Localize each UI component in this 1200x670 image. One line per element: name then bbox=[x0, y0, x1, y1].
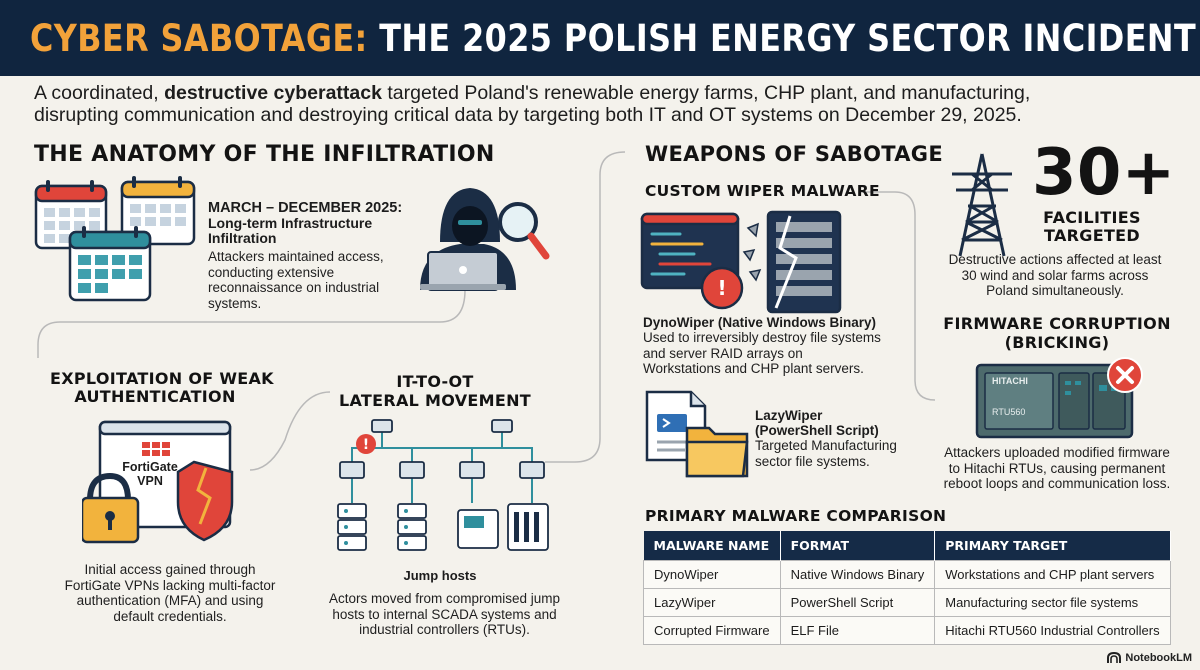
timeline-title-2: Infiltration bbox=[208, 230, 277, 246]
timeline-desc: Attackers maintained access, conducting … bbox=[208, 249, 384, 311]
cell-target: Hitachi RTU560 Industrial Controllers bbox=[934, 616, 1171, 645]
lazywiper-name-2: (PowerShell Script) bbox=[755, 423, 879, 438]
intro-pre: A coordinated, bbox=[34, 82, 165, 104]
title-highlight: CYBER SABOTAGE: bbox=[30, 16, 368, 60]
timeline-date: MARCH – DECEMBER 2025: bbox=[208, 200, 403, 216]
title-main: THE 2025 POLISH ENERGY SECTOR INCIDENT bbox=[379, 16, 1197, 60]
auth-heading: EXPLOITATION OF WEAK AUTHENTICATION bbox=[50, 369, 274, 406]
dynowiper-text: DynoWiper (Native Windows Binary) Used t… bbox=[643, 315, 883, 377]
intro-emphasis: destructive cyberattack bbox=[164, 82, 382, 104]
dynowiper-desc: Used to irreversibly destroy file system… bbox=[643, 330, 881, 376]
power-tower-icon bbox=[952, 153, 1012, 257]
lazywiper-name-1: LazyWiper bbox=[755, 408, 823, 423]
cell-format: Native Windows Binary bbox=[779, 560, 936, 589]
rtu-brand: HITACHI bbox=[992, 376, 1028, 386]
table-row: Corrupted Firmware ELF File Hitachi RTU5… bbox=[643, 616, 1171, 645]
col-format: FORMAT bbox=[780, 531, 936, 561]
cell-name: DynoWiper bbox=[643, 560, 781, 589]
svg-text:!: ! bbox=[363, 437, 369, 453]
firmware-heading-2: (BRICKING) bbox=[1004, 333, 1110, 352]
malware-comparison-table: MALWARE NAME FORMAT PRIMARY TARGET DynoW… bbox=[643, 531, 1171, 645]
firmware-heading: FIRMWARE CORRUPTION (BRICKING) bbox=[942, 314, 1172, 352]
rtu-model: RTU560 bbox=[992, 407, 1026, 417]
dynowiper-icon: ! bbox=[640, 210, 842, 314]
custom-wiper-heading: CUSTOM WIPER MALWARE bbox=[645, 182, 880, 200]
col-malware-name: MALWARE NAME bbox=[643, 531, 781, 561]
intro-paragraph: A coordinated, destructive cyberattack t… bbox=[34, 82, 1034, 126]
lazywiper-icon bbox=[645, 390, 749, 478]
col-primary-target: PRIMARY TARGET bbox=[934, 531, 1171, 561]
stat-desc: Destructive actions affected at least 30… bbox=[948, 252, 1162, 298]
lazywiper-text: LazyWiper (PowerShell Script) Targeted M… bbox=[755, 408, 905, 469]
cell-format: PowerShell Script bbox=[779, 588, 936, 617]
anatomy-heading: THE ANATOMY OF THE INFILTRATION bbox=[34, 142, 495, 167]
stat-label-1: FACILITIES bbox=[1043, 208, 1141, 227]
auth-desc: Initial access gained through FortiGate … bbox=[64, 562, 276, 624]
vpn-label: FortiGate VPN bbox=[105, 460, 195, 488]
vpn-window-icon bbox=[82, 420, 234, 544]
comparison-heading: PRIMARY MALWARE COMPARISON bbox=[645, 507, 947, 525]
firmware-heading-1: FIRMWARE CORRUPTION bbox=[943, 314, 1171, 333]
network-diagram-icon: ! bbox=[337, 419, 549, 551]
table-row: DynoWiper Native Windows Binary Workstat… bbox=[643, 560, 1171, 589]
intro-post: targeted Poland's renewable energy farms… bbox=[34, 82, 1031, 126]
cell-target: Manufacturing sector file systems bbox=[934, 588, 1171, 617]
stat-label: FACILITIES TARGETED bbox=[1022, 209, 1162, 245]
weapons-heading: WEAPONS OF SABOTAGE bbox=[645, 142, 943, 166]
cell-format: ELF File bbox=[779, 616, 936, 645]
svg-text:!: ! bbox=[717, 276, 726, 300]
rtu-device-icon bbox=[975, 357, 1143, 439]
vpn-label-2: VPN bbox=[137, 474, 163, 488]
table-header-row: MALWARE NAME FORMAT PRIMARY TARGET bbox=[643, 531, 1171, 561]
lateral-heading-1: IT-TO-OT bbox=[396, 372, 474, 391]
timeline-text: MARCH – DECEMBER 2025: Long-term Infrast… bbox=[208, 200, 418, 311]
auth-heading-2: AUTHENTICATION bbox=[74, 387, 236, 406]
timeline-title-1: Long-term Infrastructure bbox=[208, 215, 373, 231]
title-banner: CYBER SABOTAGE: THE 2025 POLISH ENERGY S… bbox=[0, 0, 1200, 76]
table-row: LazyWiper PowerShell Script Manufacturin… bbox=[643, 588, 1171, 617]
vpn-label-1: FortiGate bbox=[122, 460, 178, 474]
badge-label: NotebookLM bbox=[1125, 652, 1192, 664]
stat-number: 30+ bbox=[1032, 136, 1176, 210]
calendar-icon bbox=[34, 176, 196, 302]
lateral-desc: Actors moved from compromised jump hosts… bbox=[328, 591, 561, 637]
page-title: CYBER SABOTAGE: THE 2025 POLISH ENERGY S… bbox=[30, 17, 1196, 60]
lateral-heading: IT-TO-OT LATERAL MOVEMENT bbox=[325, 372, 545, 410]
firmware-desc: Attackers uploaded modified firmware to … bbox=[943, 445, 1171, 491]
lateral-heading-2: LATERAL MOVEMENT bbox=[338, 391, 531, 410]
notebooklm-logo-icon bbox=[1107, 652, 1122, 663]
jump-hosts-label: Jump hosts bbox=[403, 568, 477, 583]
dynowiper-name: DynoWiper (Native Windows Binary) bbox=[643, 315, 877, 330]
hacker-icon bbox=[420, 188, 550, 291]
lazywiper-desc: Targeted Manufacturing sector file syste… bbox=[755, 438, 897, 469]
cell-name: LazyWiper bbox=[643, 588, 781, 617]
cell-name: Corrupted Firmware bbox=[643, 616, 781, 645]
auth-heading-1: EXPLOITATION OF WEAK bbox=[50, 369, 274, 388]
notebooklm-badge: NotebookLM bbox=[1107, 652, 1192, 664]
cell-target: Workstations and CHP plant servers bbox=[934, 560, 1171, 589]
stat-label-2: TARGETED bbox=[1044, 226, 1140, 245]
